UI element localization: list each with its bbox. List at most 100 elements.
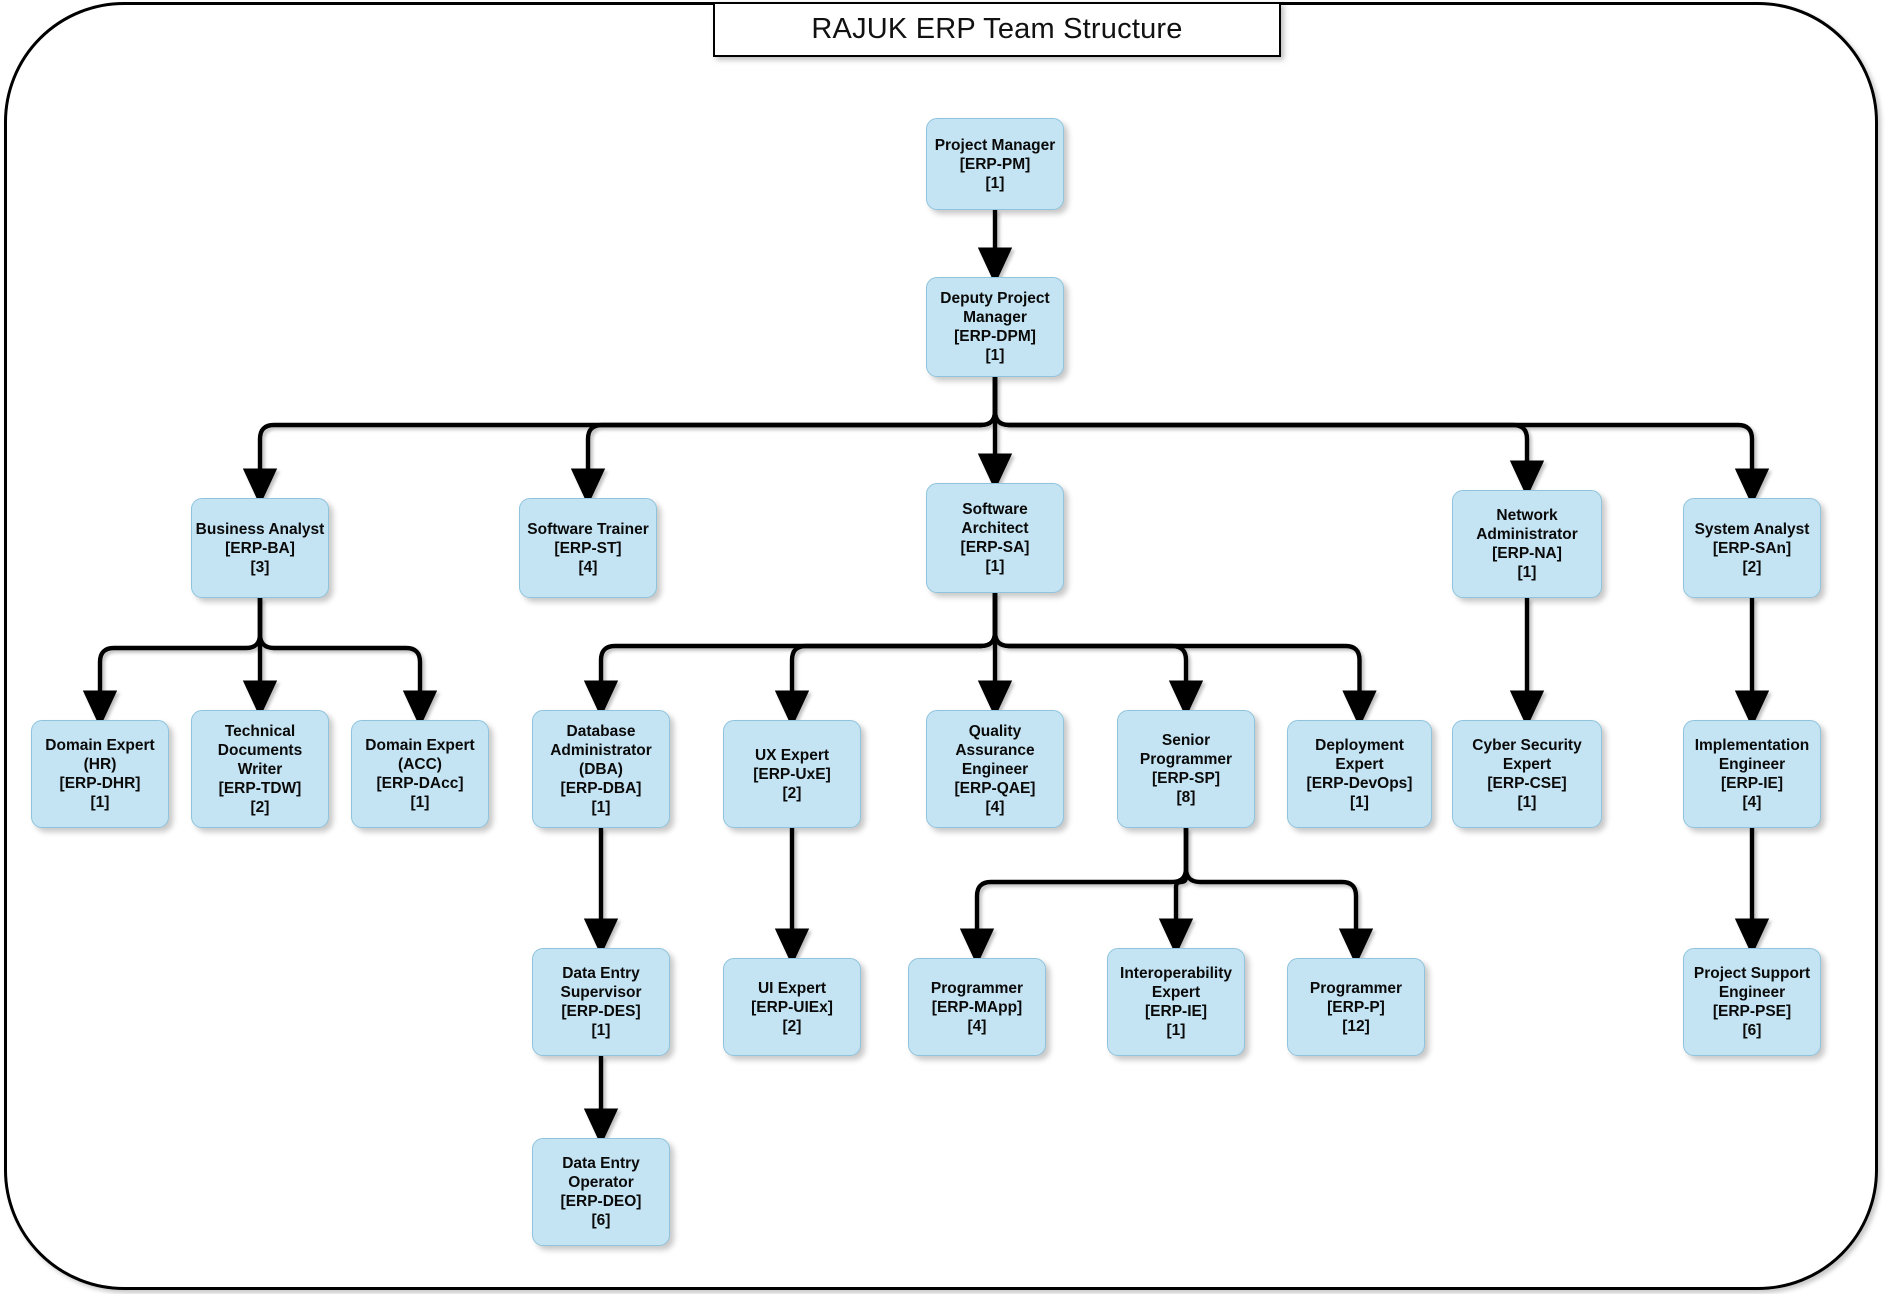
org-node-line: Data Entry xyxy=(562,1155,640,1172)
org-node-line: Implementation xyxy=(1694,737,1810,754)
org-node-line: Data Entry xyxy=(562,965,640,982)
org-node-line: [ERP-QAE] xyxy=(954,779,1036,797)
org-node-san[interactable]: System Analyst[ERP-SAn][2] xyxy=(1683,498,1821,598)
org-node-line: [2] xyxy=(782,784,802,802)
org-node-line: [ERP-DBA] xyxy=(560,779,642,797)
diagram-title-box: RAJUK ERP Team Structure xyxy=(713,2,1281,57)
org-node-line: Assurance xyxy=(955,741,1035,759)
org-node-line: [1] xyxy=(90,794,110,811)
org-node-line: [ERP-PSE] xyxy=(1712,1003,1792,1020)
org-node-line: [ERP-UxE] xyxy=(753,765,831,783)
org-node-line: [2] xyxy=(782,1017,802,1035)
org-node-line: Project Manager xyxy=(934,136,1056,154)
org-node-uxe[interactable]: UX Expert[ERP-UxE][2] xyxy=(723,720,861,828)
org-node-line: [ERP-SP] xyxy=(1151,770,1221,787)
org-node-line: (DBA) xyxy=(579,760,623,778)
org-node-line: [1] xyxy=(985,558,1005,575)
org-node-line: [8] xyxy=(1176,789,1196,806)
org-node-line: [ERP-P] xyxy=(1327,998,1385,1016)
org-node-line: Database xyxy=(566,722,636,740)
org-node-line: [ERP-UIEx] xyxy=(751,998,833,1016)
org-node-line: Deputy Project xyxy=(940,290,1050,307)
org-node-uiex[interactable]: UI Expert[ERP-UIEx][2] xyxy=(723,958,861,1056)
org-node-line: Programmer xyxy=(1309,979,1403,997)
org-node-line: [4] xyxy=(578,558,598,576)
org-node-line: Programmer xyxy=(1139,751,1233,768)
org-node-ba[interactable]: Business Analyst[ERP-BA][3] xyxy=(191,498,329,598)
org-node-line: Engineer xyxy=(1718,756,1786,773)
org-node-line: Cyber Security xyxy=(1472,737,1582,754)
org-node-line: UI Expert xyxy=(757,979,827,997)
org-node-line: [ERP-PM] xyxy=(959,155,1031,173)
org-node-line: [ERP-SA] xyxy=(960,539,1030,556)
org-node-line: Writer xyxy=(237,760,283,778)
org-node-line: Engineer xyxy=(1718,984,1786,1001)
org-node-line: Administrator xyxy=(550,741,652,759)
org-node-line: Operator xyxy=(568,1174,634,1191)
org-node-line: Supervisor xyxy=(560,984,642,1001)
org-node-mapp[interactable]: Programmer[ERP-MApp][4] xyxy=(908,958,1046,1056)
org-node-line: Domain Expert xyxy=(365,737,475,754)
org-node-line: Engineer xyxy=(961,760,1029,778)
page-title: RAJUK ERP Team Structure xyxy=(811,13,1183,45)
org-node-line: [2] xyxy=(250,798,270,816)
org-node-dhr[interactable]: Domain Expert(HR)[ERP-DHR][1] xyxy=(31,720,169,828)
org-node-line: [ERP-IE] xyxy=(1145,1003,1207,1020)
org-node-p[interactable]: Programmer[ERP-P][12] xyxy=(1287,958,1425,1056)
org-node-line: [ERP-NA] xyxy=(1492,545,1562,562)
org-node-line: [4] xyxy=(967,1017,987,1035)
org-node-line: [ERP-IE] xyxy=(1721,775,1783,792)
org-node-line: [1] xyxy=(591,798,611,816)
org-node-line: [ERP-TDW] xyxy=(218,779,302,797)
org-node-line: [3] xyxy=(250,558,270,576)
org-node-line: Network xyxy=(1496,507,1558,524)
org-node-line: [ERP-DevOps] xyxy=(1306,775,1413,792)
org-node-line: [ERP-MApp] xyxy=(931,998,1023,1016)
org-node-line: Documents xyxy=(217,741,303,759)
org-node-pm[interactable]: Project Manager[ERP-PM][1] xyxy=(926,118,1064,210)
org-node-line: Deployment xyxy=(1315,737,1404,754)
org-node-line: Interoperability xyxy=(1120,965,1232,982)
org-node-line: Business Analyst xyxy=(195,520,325,538)
org-node-line: [ERP-DPM] xyxy=(954,328,1036,345)
org-node-line: Manager xyxy=(963,309,1027,326)
org-node-dacc[interactable]: Domain Expert(ACC)[ERP-DAcc][1] xyxy=(351,720,489,828)
org-node-line: [4] xyxy=(1742,794,1762,811)
org-node-line: [ERP-ST] xyxy=(554,539,622,557)
org-node-line: Expert xyxy=(1151,984,1201,1001)
org-node-line: (ACC) xyxy=(398,756,442,773)
org-node-line: Architect xyxy=(961,520,1029,537)
org-node-line: (HR) xyxy=(83,756,117,773)
org-node-line: UX Expert xyxy=(754,746,830,764)
org-node-line: [6] xyxy=(1742,1022,1762,1039)
org-node-line: Programmer xyxy=(930,979,1024,997)
org-node-line: Project Support xyxy=(1693,965,1811,982)
org-node-line: [1] xyxy=(1517,794,1537,811)
org-node-line: Technical xyxy=(224,722,296,740)
org-node-line: [ERP-CSE] xyxy=(1487,775,1567,792)
org-node-line: [1] xyxy=(591,1022,611,1039)
org-node-line: Administrator xyxy=(1476,526,1578,543)
org-node-line: [ERP-DEO] xyxy=(560,1193,642,1210)
org-node-line: [1] xyxy=(1166,1022,1186,1039)
org-node-line: [1] xyxy=(985,174,1005,192)
org-node-line: [1] xyxy=(1517,564,1537,581)
org-node-st[interactable]: Software Trainer[ERP-ST][4] xyxy=(519,498,657,598)
org-node-line: [1] xyxy=(410,794,430,811)
org-node-line: [6] xyxy=(591,1212,611,1229)
